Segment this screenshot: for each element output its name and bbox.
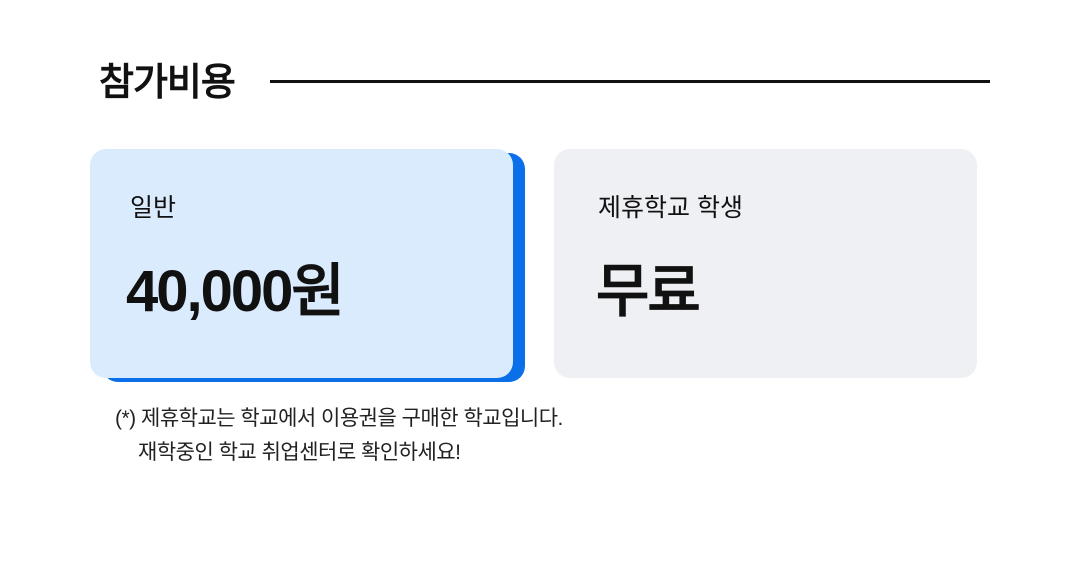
price-card-partner-student: 제휴학교 학생 무료 xyxy=(554,149,977,378)
price-card-value: 40,000원 xyxy=(126,259,345,324)
price-card-label: 일반 xyxy=(130,194,177,222)
price-card-label: 제휴학교 학생 xyxy=(598,194,743,222)
title-divider xyxy=(270,80,990,83)
footnote-line-2: 재학중인 학교 취업센터로 확인하세요! xyxy=(138,441,461,464)
footnote-line-1: (*) 제휴학교는 학교에서 이용권을 구매한 학교입니다. xyxy=(115,407,563,430)
section-title: 참가비용 xyxy=(99,62,236,104)
price-card-general: 일반 40,000원 xyxy=(90,149,513,378)
price-card-value: 무료 xyxy=(596,259,701,324)
